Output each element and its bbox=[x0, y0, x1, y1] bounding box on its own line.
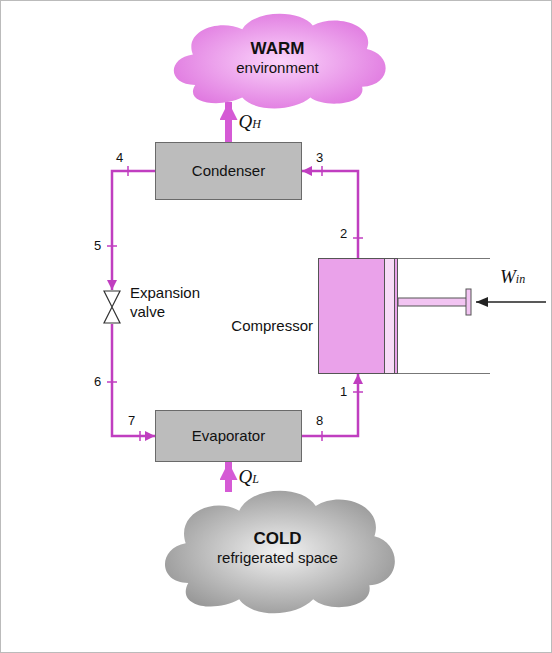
text-group: Expansion valve bbox=[130, 284, 214, 322]
cloud-fill bbox=[165, 491, 395, 614]
expansion-valve: Expansion valve bbox=[102, 290, 122, 324]
node-label: Evaporator bbox=[192, 427, 265, 446]
work-arrow bbox=[476, 301, 546, 303]
state-number: 8 bbox=[316, 413, 323, 429]
node-label: environment bbox=[236, 59, 319, 78]
rod-handle bbox=[466, 289, 471, 315]
cylinder-wall bbox=[398, 258, 490, 259]
node-label: Compressor bbox=[231, 317, 313, 336]
heat-arrow bbox=[225, 462, 232, 492]
text-group: Condenser bbox=[192, 162, 265, 181]
text-group: Compressor bbox=[231, 317, 313, 336]
region-heading: WARM bbox=[236, 38, 319, 59]
refrigerant-pipe bbox=[302, 171, 358, 258]
condenser-box: Condenser bbox=[155, 142, 302, 200]
state-number: 5 bbox=[94, 238, 101, 254]
state-number: 6 bbox=[94, 374, 101, 390]
evaporator-box: Evaporator bbox=[155, 410, 302, 462]
node-label: refrigerated space bbox=[217, 549, 338, 566]
node-label: Condenser bbox=[192, 162, 265, 181]
cylinder-wall bbox=[398, 373, 490, 374]
state-number: 1 bbox=[340, 384, 347, 400]
state-number: 4 bbox=[116, 150, 123, 166]
state-number: 3 bbox=[316, 150, 323, 166]
refrigerant-pipe bbox=[112, 171, 155, 290]
text-group: WARMenvironment bbox=[236, 38, 319, 78]
region-heading: COLD bbox=[253, 529, 301, 548]
heat-label: QH bbox=[239, 111, 261, 134]
state-number: 7 bbox=[128, 413, 135, 429]
valve-symbol bbox=[102, 290, 122, 324]
text-group: Evaporator bbox=[192, 427, 265, 446]
text-group: COLD refrigerated space bbox=[203, 528, 353, 568]
heat-label: QL bbox=[239, 466, 259, 489]
piston-rod bbox=[398, 298, 468, 306]
warm-cloud: WARMenvironment bbox=[160, 4, 395, 112]
work-label: Win bbox=[500, 266, 525, 289]
cold-cloud: COLD refrigerated space bbox=[150, 478, 405, 618]
piston bbox=[384, 259, 395, 373]
cloud-shape bbox=[150, 478, 405, 618]
refrigerant-pipe bbox=[302, 374, 358, 436]
node-label: Expansion valve bbox=[130, 284, 214, 322]
valve-outline bbox=[104, 291, 120, 323]
compressor-cylinder: Compressor bbox=[318, 258, 398, 374]
state-number: 2 bbox=[340, 226, 347, 242]
cloud-fill bbox=[174, 14, 386, 109]
refrigerant-pipe bbox=[112, 324, 155, 436]
heat-arrow bbox=[225, 102, 232, 142]
